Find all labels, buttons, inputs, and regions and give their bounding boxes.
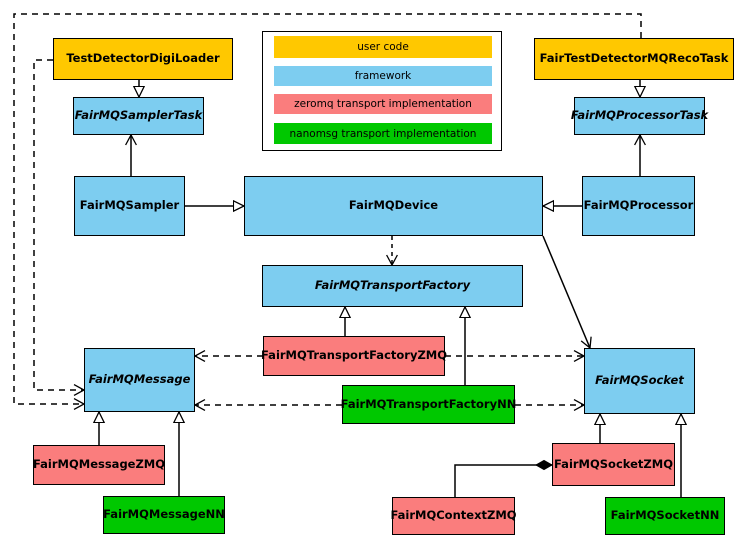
class-label-fairmqtransportfactorynn: FairMQTransportFactoryNN — [340, 396, 517, 411]
class-label-fairmqsampler: FairMQSampler — [79, 198, 180, 213]
class-node-fairmqprocessortask[interactable]: FairMQProcessorTask — [570, 97, 709, 135]
legend-item-nanomsg: nanomsg transport implementation — [274, 123, 492, 144]
class-node-testdetectordigiloader[interactable]: TestDetectorDigiLoader — [53, 38, 233, 80]
class-node-fairmqtransportfactorynn[interactable]: FairMQTransportFactoryNN — [340, 385, 517, 424]
class-label-fairmqprocessor: FairMQProcessor — [583, 198, 694, 213]
legend-item-zeromq: zeromq transport implementation — [274, 94, 492, 114]
class-node-fairmqsampler[interactable]: FairMQSampler — [74, 176, 185, 236]
class-node-fairmqdevice[interactable]: FairMQDevice — [244, 176, 543, 236]
class-label-fairmqmessage: FairMQMessage — [88, 372, 191, 387]
class-label-fairmqmessagezmq: FairMQMessageZMQ — [32, 457, 166, 472]
class-label-fairmqsocket: FairMQSocket — [595, 373, 684, 388]
class-node-fairmqsocket[interactable]: FairMQSocket — [584, 348, 695, 414]
class-node-fairmqsocketzmq[interactable]: FairMQSocketZMQ — [552, 443, 675, 486]
class-node-fairmqmessagenn[interactable]: FairMQMessageNN — [103, 496, 225, 534]
class-node-fairmqmessage[interactable]: FairMQMessage — [84, 348, 195, 412]
legend-label-zeromq: zeromq transport implementation — [294, 98, 472, 110]
class-label-fairmqdevice: FairMQDevice — [348, 198, 439, 213]
class-node-fairmqtransportfactory[interactable]: FairMQTransportFactory — [262, 265, 523, 307]
class-label-fairmqsamplertask: FairMQSamplerTask — [74, 108, 203, 123]
class-node-fairmqmessagezmq[interactable]: FairMQMessageZMQ — [33, 445, 165, 485]
edge-digiloader-depends-message — [33, 59, 86, 396]
class-node-fairmqcontextzmq[interactable]: FairMQContextZMQ — [390, 497, 517, 535]
class-label-fairmqcontextzmq: FairMQContextZMQ — [390, 508, 517, 523]
class-label-testdetectordigiloader: TestDetectorDigiLoader — [66, 51, 220, 66]
class-node-fairtestdetectormqrecotask[interactable]: FairTestDetectorMQRecoTask — [534, 38, 734, 80]
edge-contextzmq-composes-socketzmq — [454, 459, 554, 497]
class-node-fairmqsamplertask[interactable]: FairMQSamplerTask — [73, 97, 204, 135]
class-label-fairmqmessagenn: FairMQMessageNN — [103, 507, 225, 522]
class-label-fairmqtransportfactoryzmq: FairMQTransportFactoryZMQ — [261, 348, 448, 363]
legend-item-framework: framework — [274, 66, 492, 86]
edge-recotask-depends-message — [13, 13, 642, 410]
legend-label-framework: framework — [354, 70, 412, 82]
legend-item-user-code: user code — [274, 36, 492, 58]
class-label-fairtestdetectormqrecotask: FairTestDetectorMQRecoTask — [539, 51, 729, 66]
class-node-fairmqtransportfactoryzmq[interactable]: FairMQTransportFactoryZMQ — [261, 336, 448, 376]
class-node-fairmqprocessor[interactable]: FairMQProcessor — [582, 176, 695, 236]
legend-label-user-code: user code — [357, 41, 409, 53]
class-node-fairmqsocketnn[interactable]: FairMQSocketNN — [605, 497, 725, 535]
class-label-fairmqtransportfactory: FairMQTransportFactory — [314, 278, 471, 293]
legend-label-nanomsg: nanomsg transport implementation — [289, 127, 477, 140]
edge-device-uses-socket — [542, 235, 592, 350]
class-label-fairmqsocketnn: FairMQSocketNN — [610, 508, 720, 523]
class-label-fairmqprocessortask: FairMQProcessorTask — [570, 108, 709, 123]
class-label-fairmqsocketzmq: FairMQSocketZMQ — [554, 456, 673, 471]
